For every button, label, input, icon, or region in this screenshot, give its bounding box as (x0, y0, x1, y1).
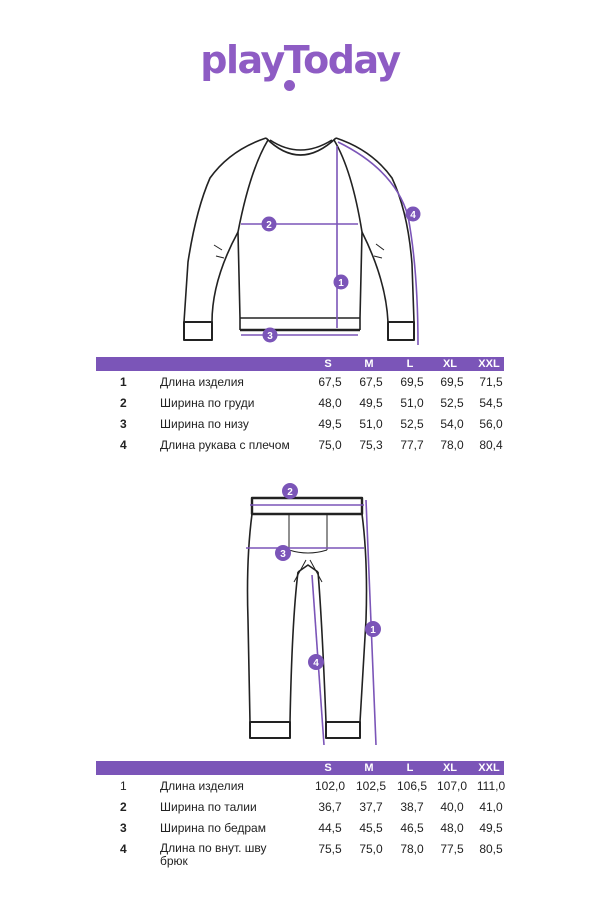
cell: 51,0 (400, 396, 424, 410)
cell: 107,0 (436, 779, 468, 793)
row-label: Длина изделия (160, 779, 244, 793)
marker-bottom-2: 2 (287, 487, 293, 498)
row-number: 1 (120, 779, 127, 793)
cell: 102,0 (314, 779, 346, 793)
cell: 78,0 (440, 438, 464, 452)
cell: 54,5 (479, 396, 503, 410)
table-row: 1 Длина изделия 67,5 67,5 69,5 69,5 71,5 (96, 371, 504, 392)
row-label: Ширина по бедрам (160, 821, 266, 835)
row-label: Ширина по талии (160, 800, 257, 814)
col-s: S (324, 358, 332, 370)
table-row: 4 Длина рукава с плечом 75,0 75,3 77,7 7… (96, 434, 504, 455)
table-row: 1 Длина изделия 102,0 102,5 106,5 107,0 … (96, 775, 505, 796)
cell: 106,5 (396, 779, 428, 793)
table-row: 2 Ширина по груди 48,0 49,5 51,0 52,5 54… (96, 392, 504, 413)
cell: 54,0 (440, 417, 464, 431)
marker-bottom-1: 1 (370, 625, 376, 636)
cell: 37,7 (359, 800, 383, 814)
row-label: Длина изделия (160, 375, 244, 389)
marker-top-3: 3 (267, 331, 273, 342)
cell: 56,0 (479, 417, 503, 431)
cell: 75,0 (318, 438, 342, 452)
logo-dot (284, 80, 295, 91)
col-xl: XL (442, 358, 458, 370)
cell: 46,5 (400, 821, 424, 835)
cell: 52,5 (400, 417, 424, 431)
cell: 41,0 (479, 800, 503, 814)
marker-top-2: 2 (266, 220, 272, 231)
cell: 38,7 (400, 800, 424, 814)
table-row: 3 Ширина по низу 49,5 51,0 52,5 54,0 56,… (96, 413, 504, 434)
row-label: Длина рукава с плечом (160, 438, 290, 452)
bottom-table-header: S M L XL XXL (96, 761, 504, 775)
cell: 78,0 (400, 842, 424, 856)
marker-top-1: 1 (338, 278, 344, 289)
row-number: 3 (120, 821, 127, 835)
top-table-header: S M L XL XXL (96, 357, 504, 371)
cell: 75,3 (359, 438, 383, 452)
col-l: L (406, 358, 414, 370)
pants-drawing: 2 3 1 4 (246, 483, 381, 746)
cell: 40,0 (440, 800, 464, 814)
cell: 49,5 (479, 821, 503, 835)
cell: 77,5 (440, 842, 464, 856)
top-size-table: S M L XL XXL 1 Длина изделия 67,5 67,5 6… (96, 357, 504, 455)
row-number: 4 (120, 842, 127, 856)
col-xl: XL (442, 762, 458, 774)
cell: 111,0 (476, 779, 506, 793)
row-number: 3 (120, 417, 127, 431)
row-label: Длина по внут. шву брюк (160, 841, 267, 868)
marker-bottom-3: 3 (280, 549, 286, 560)
cell: 45,5 (359, 821, 383, 835)
col-m: M (364, 762, 374, 774)
row-number: 4 (120, 438, 127, 452)
col-s: S (324, 762, 332, 774)
cell: 80,5 (479, 842, 503, 856)
cell: 52,5 (440, 396, 464, 410)
cell: 48,0 (318, 396, 342, 410)
cell: 80,4 (479, 438, 503, 452)
bottom-size-table: S M L XL XXL 1 Длина изделия 102,0 102,5… (96, 761, 505, 868)
cell: 49,5 (359, 396, 383, 410)
col-xxl: XXL (478, 762, 500, 774)
row-number: 2 (120, 800, 127, 814)
cell: 36,7 (318, 800, 342, 814)
cell: 75,5 (318, 842, 342, 856)
col-xxl: XXL (478, 358, 500, 370)
row-number: 2 (120, 396, 127, 410)
table-row: 3 Ширина по бедрам 44,5 45,5 46,5 48,0 4… (96, 817, 504, 838)
cell: 49,5 (318, 417, 342, 431)
cell: 71,5 (479, 375, 503, 389)
cell: 44,5 (318, 821, 342, 835)
cell: 77,7 (400, 438, 424, 452)
cell: 48,0 (440, 821, 464, 835)
brand-logo: playToday (200, 38, 401, 82)
col-m: M (364, 358, 374, 370)
table-row: 4 Длина по внут. шву брюк 75,5 75,0 78,0… (96, 838, 504, 868)
cell: 67,5 (359, 375, 383, 389)
cell: 51,0 (359, 417, 383, 431)
cell: 69,5 (440, 375, 464, 389)
marker-top-4: 4 (410, 210, 416, 221)
cell: 75,0 (359, 842, 383, 856)
col-l: L (406, 762, 414, 774)
table-row: 2 Ширина по талии 36,7 37,7 38,7 40,0 41… (96, 796, 504, 817)
row-label: Ширина по груди (160, 396, 255, 410)
cell: 102,5 (355, 779, 387, 793)
row-label: Ширина по низу (160, 417, 249, 431)
sweatshirt-drawing: 2 1 3 4 (183, 137, 421, 346)
cell: 67,5 (318, 375, 342, 389)
cell: 69,5 (400, 375, 424, 389)
row-number: 1 (120, 375, 127, 389)
marker-bottom-4: 4 (313, 658, 319, 669)
